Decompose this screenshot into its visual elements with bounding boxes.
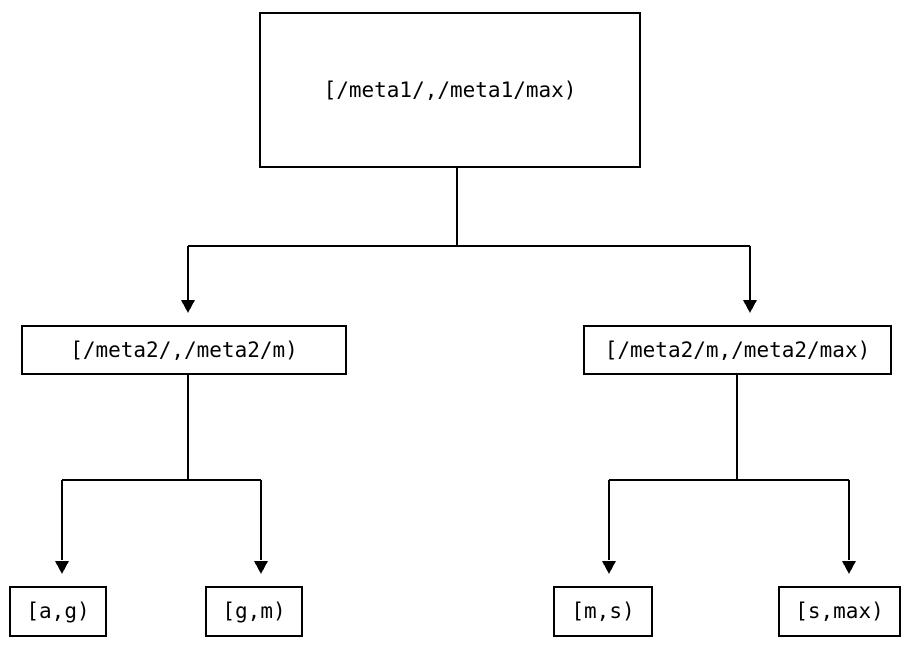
node-level2-right-label: [/meta2/m,/meta2/max) bbox=[604, 337, 871, 362]
node-level2-right: [/meta2/m,/meta2/max) bbox=[583, 325, 892, 375]
node-root: [/meta1/,/meta1/max) bbox=[259, 12, 641, 168]
node-leaf-a-g: [a,g) bbox=[9, 586, 107, 637]
node-leaf-a-g-label: [a,g) bbox=[26, 599, 90, 623]
arrowhead-down-icon-leaf-smax bbox=[842, 561, 856, 574]
node-leaf-m-s: [m,s) bbox=[553, 586, 653, 637]
arrowhead-down-icon-left-branch bbox=[181, 300, 195, 313]
node-leaf-g-m: [g,m) bbox=[205, 586, 303, 637]
node-level2-left-label: [/meta2/,/meta2/m) bbox=[70, 337, 298, 362]
arrowhead-down-icon-leaf-gm bbox=[254, 561, 268, 574]
node-root-label: [/meta1/,/meta1/max) bbox=[323, 77, 577, 102]
arrowhead-down-icon-leaf-ag bbox=[55, 561, 69, 574]
node-leaf-s-max: [s,max) bbox=[778, 586, 901, 637]
arrowhead-down-icon-right-branch bbox=[743, 300, 757, 313]
node-leaf-s-max-label: [s,max) bbox=[795, 599, 884, 623]
node-level2-left: [/meta2/,/meta2/m) bbox=[21, 325, 347, 375]
arrowhead-down-icon-leaf-ms bbox=[602, 561, 616, 574]
node-leaf-m-s-label: [m,s) bbox=[571, 599, 635, 623]
node-leaf-g-m-label: [g,m) bbox=[222, 599, 286, 623]
